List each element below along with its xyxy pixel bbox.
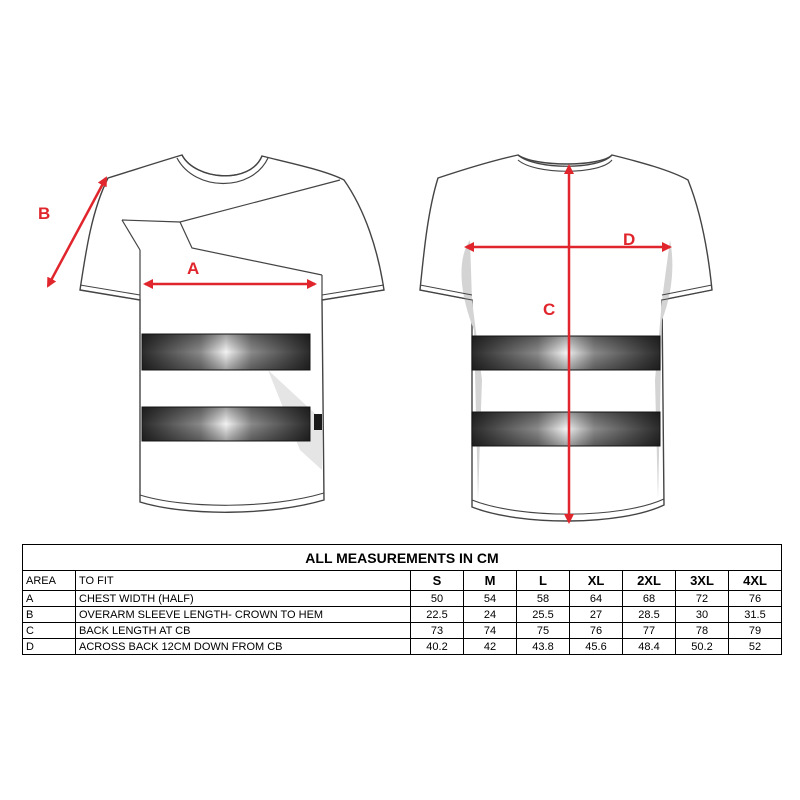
header-area: AREA	[22, 570, 76, 591]
measurement-cell: 74	[463, 622, 517, 639]
front-side-tab	[314, 414, 322, 430]
measurement-cell: 77	[622, 622, 676, 639]
measurement-cell: 75	[516, 622, 570, 639]
measure-label-b: B	[38, 204, 50, 223]
measure-label-c: C	[543, 300, 555, 319]
front-side-seam	[139, 250, 323, 300]
front-hem	[139, 492, 325, 506]
measurement-cell: 30	[675, 606, 729, 623]
tshirt-measurement-diagram: A B C D	[38, 154, 713, 524]
measurement-cell: 78	[675, 622, 729, 639]
measurement-cell: 25.5	[516, 606, 570, 623]
to-fit-cell: OVERARM SLEEVE LENGTH- CROWN TO HEM	[75, 606, 411, 623]
front-reflective-band-lower-shade	[142, 407, 310, 441]
measurement-cell: 48.4	[622, 638, 676, 655]
measurement-cell: 79	[727, 622, 783, 639]
area-cell: C	[22, 622, 76, 639]
area-cell: B	[22, 606, 76, 623]
measurement-cell: 43.8	[516, 638, 570, 655]
area-cell: D	[22, 638, 76, 655]
measurement-cell: 28.5	[622, 606, 676, 623]
measurement-cell: 45.6	[569, 638, 623, 655]
header-size: S	[410, 570, 464, 591]
header-size: M	[463, 570, 517, 591]
measurement-cell: 31.5	[727, 606, 783, 623]
measurement-cell: 76	[727, 590, 783, 607]
back-reflective-band-lower-shade	[472, 412, 660, 446]
measurement-cell: 54	[463, 590, 517, 607]
measurement-cell: 40.2	[410, 638, 464, 655]
table-title: ALL MEASUREMENTS IN CM	[21, 544, 783, 571]
header-to-fit: TO FIT	[75, 570, 411, 591]
measurement-cell: 42	[463, 638, 517, 655]
front-right-cuff	[321, 284, 385, 301]
measurement-cell: 76	[569, 622, 623, 639]
measurement-cell: 64	[569, 590, 623, 607]
measurement-cell: 22.5	[410, 606, 464, 623]
measurement-cell: 72	[675, 590, 729, 607]
measure-arrow-b	[46, 176, 108, 288]
header-size: XL	[569, 570, 623, 591]
measurement-cell: 27	[569, 606, 623, 623]
header-size: 2XL	[622, 570, 676, 591]
header-size: 4XL	[727, 570, 783, 591]
measurement-cell: 68	[622, 590, 676, 607]
measurement-cell: 50.2	[675, 638, 729, 655]
measure-label-d: D	[623, 230, 635, 249]
header-size: L	[516, 570, 570, 591]
to-fit-cell: ACROSS BACK 12CM DOWN FROM CB	[75, 638, 411, 655]
measure-label-a: A	[187, 259, 199, 278]
measurement-cell: 24	[463, 606, 517, 623]
front-collar-inner	[176, 157, 269, 185]
back-tshirt	[419, 154, 713, 522]
table-title-row: ALL MEASUREMENTS IN CM	[21, 544, 783, 571]
front-collar	[181, 154, 263, 177]
area-cell: A	[22, 590, 76, 607]
measurement-cell: 73	[410, 622, 464, 639]
measurement-cell: 50	[410, 590, 464, 607]
header-size: 3XL	[675, 570, 729, 591]
to-fit-cell: BACK LENGTH AT CB	[75, 622, 411, 639]
front-panel-seam	[121, 219, 323, 276]
back-reflective-band-upper-shade	[472, 336, 660, 370]
back-left-cuff	[419, 284, 473, 301]
to-fit-cell: CHEST WIDTH (HALF)	[75, 590, 411, 607]
back-right-cuff	[661, 284, 713, 301]
front-tshirt	[79, 154, 385, 513]
front-reflective-band-upper-shade	[142, 334, 310, 370]
measurement-cell: 52	[727, 638, 783, 655]
measurement-cell: 58	[516, 590, 570, 607]
